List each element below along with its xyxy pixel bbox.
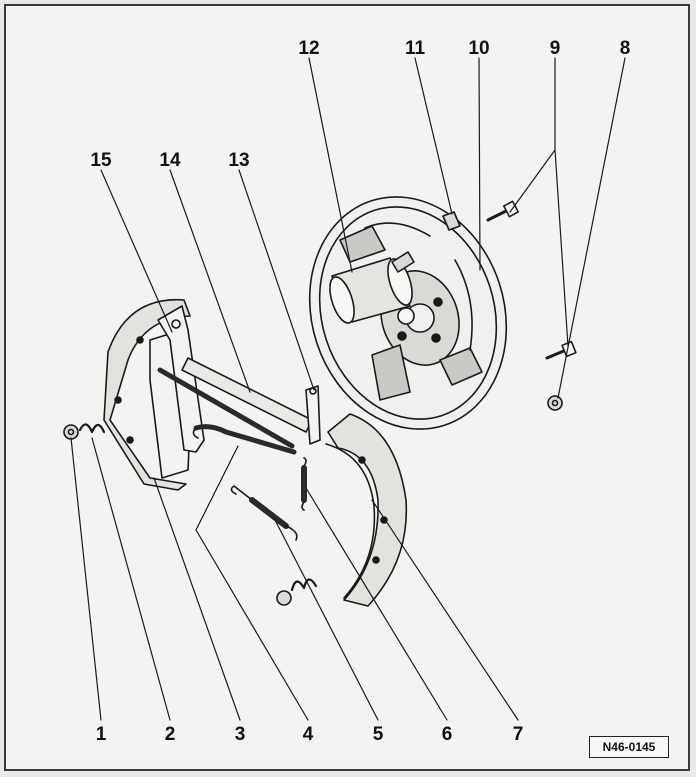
callout-7: 7 <box>512 724 524 745</box>
callout-12: 12 <box>298 38 320 59</box>
figure-reference-label: N46-0145 <box>589 736 669 758</box>
callout-15: 15 <box>90 150 112 171</box>
brake-shoe-right <box>325 413 408 607</box>
mounting-bolt-upper <box>486 200 520 222</box>
leader-lines <box>70 57 626 721</box>
hold-down-cup-right <box>276 590 292 606</box>
mounting-bolt-lower <box>545 340 577 360</box>
callout-1: 1 <box>95 724 107 745</box>
callout-4: 4 <box>302 724 314 745</box>
bleeder-screw <box>442 211 461 231</box>
callout-8: 8 <box>619 38 631 59</box>
callout-10: 10 <box>468 38 490 59</box>
callout-11: 11 <box>404 38 426 59</box>
callout-5: 5 <box>372 724 384 745</box>
handbrake-lever <box>157 305 205 453</box>
hold-down-spring-right <box>290 578 318 592</box>
callout-9: 9 <box>549 38 561 59</box>
adjuster-strut <box>157 357 313 449</box>
lower-return-spring <box>230 485 298 541</box>
adjuster-wedge <box>305 385 321 445</box>
hold-down-spring-left <box>78 423 106 434</box>
callout-3: 3 <box>234 724 246 745</box>
callout-14: 14 <box>159 150 181 171</box>
upper-return-spring <box>192 424 297 455</box>
wheel-cylinder <box>329 251 415 325</box>
adjuster-spring <box>301 457 307 511</box>
callout-13: 13 <box>228 150 250 171</box>
hold-down-cup-left <box>63 424 79 440</box>
callout-2: 2 <box>164 724 176 745</box>
callout-6: 6 <box>441 724 453 745</box>
nut <box>547 395 563 411</box>
